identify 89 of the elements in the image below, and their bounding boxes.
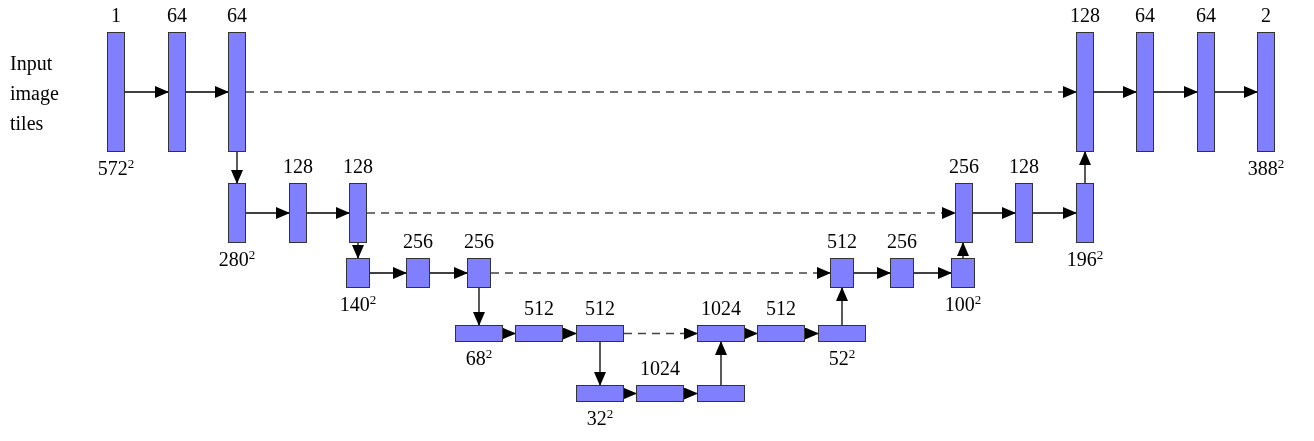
channel-count: 128: [283, 156, 313, 176]
feature-map-bar: [830, 258, 854, 288]
arrow: [306, 207, 350, 219]
channel-count: 64: [1135, 5, 1155, 25]
feature-map-bar: [515, 325, 563, 342]
feature-map-bar: [346, 258, 370, 288]
arrow: [502, 327, 516, 340]
arrow: [429, 267, 468, 279]
channel-count: 512: [827, 231, 857, 251]
feature-map-bar: [1257, 32, 1275, 152]
feature-map-bar: [890, 258, 914, 288]
feature-map-bar: [818, 325, 866, 342]
feature-map-bar: [576, 385, 624, 402]
feature-map-bar: [349, 183, 367, 243]
resolution-label: 100$^{2}$: [944, 294, 982, 314]
channel-count: 64: [1196, 5, 1216, 25]
resolution-label: 388$^{2}$: [1247, 158, 1285, 178]
resolution-label: 68$^{2}$: [465, 348, 493, 368]
skip-connection-arrow: [490, 267, 831, 279]
feature-map-bar: [951, 258, 975, 288]
feature-map-bar: [697, 325, 745, 342]
arrow: [715, 341, 727, 386]
arrow: [972, 207, 1016, 219]
arrow: [913, 267, 952, 279]
channel-count: 1: [111, 5, 121, 25]
feature-map-bar: [228, 32, 246, 152]
arrow: [804, 327, 819, 340]
feature-map-bar: [455, 325, 503, 342]
feature-map-bar: [1197, 32, 1215, 152]
arrow: [369, 267, 407, 279]
channel-count: 1024: [640, 358, 680, 378]
skip-connection-arrow: [245, 86, 1077, 98]
feature-map-bar: [1076, 32, 1094, 152]
resolution-label: 52$^{2}$: [828, 348, 856, 368]
resolution-label: 140$^{2}$: [339, 294, 377, 314]
arrow: [352, 242, 364, 259]
channel-count: 256: [464, 231, 494, 251]
arrow: [683, 387, 698, 400]
arrow: [744, 327, 758, 340]
resolution-label: 196$^{2}$: [1066, 249, 1104, 269]
arrow: [562, 327, 577, 340]
arrow: [1079, 151, 1091, 184]
channel-count: 512: [585, 298, 615, 318]
channel-count: 512: [766, 298, 796, 318]
channel-count: 256: [403, 231, 433, 251]
arrow: [853, 267, 891, 279]
channel-count: 1024: [701, 298, 741, 318]
arrow: [245, 207, 290, 219]
arrow: [957, 242, 969, 259]
feature-map-bar: [467, 258, 491, 288]
arrow: [1214, 86, 1258, 98]
arrow: [124, 86, 169, 98]
resolution-label: 572$^{2}$: [97, 158, 135, 178]
channel-count: 128: [1009, 156, 1039, 176]
feature-map-bar: [697, 385, 745, 402]
feature-map-bar: [107, 32, 125, 152]
skip-connection-arrow: [623, 327, 698, 340]
arrow: [594, 341, 606, 386]
channel-count: 512: [524, 298, 554, 318]
input-label: Input image tiles: [10, 51, 60, 136]
arrow: [185, 86, 229, 98]
arrow: [623, 387, 637, 400]
feature-map-bar: [1015, 183, 1033, 243]
arrow: [231, 151, 243, 184]
channel-count: 256: [887, 231, 917, 251]
arrow: [1032, 207, 1077, 219]
arrow: [1093, 86, 1137, 98]
feature-map-bar: [1076, 183, 1094, 243]
channel-count: 128: [1070, 5, 1100, 25]
feature-map-bar: [406, 258, 430, 288]
feature-map-bar: [757, 325, 805, 342]
feature-map-bar: [955, 183, 973, 243]
feature-map-bar: [168, 32, 186, 152]
skip-connection-arrow: [366, 207, 956, 219]
feature-map-bar: [289, 183, 307, 243]
arrow: [1153, 86, 1198, 98]
resolution-label: 32$^{2}$: [586, 408, 614, 428]
resolution-label: 280$^{2}$: [218, 249, 256, 269]
channel-count: 64: [167, 5, 187, 25]
feature-map-bar: [228, 183, 246, 243]
channel-count: 2: [1261, 5, 1271, 25]
arrow: [836, 287, 848, 326]
channel-count: 64: [227, 5, 247, 25]
feature-map-bar: [576, 325, 624, 342]
feature-map-bar: [1136, 32, 1154, 152]
channel-count: 128: [343, 156, 373, 176]
channel-count: 256: [949, 156, 979, 176]
feature-map-bar: [636, 385, 684, 402]
arrow: [473, 287, 485, 326]
